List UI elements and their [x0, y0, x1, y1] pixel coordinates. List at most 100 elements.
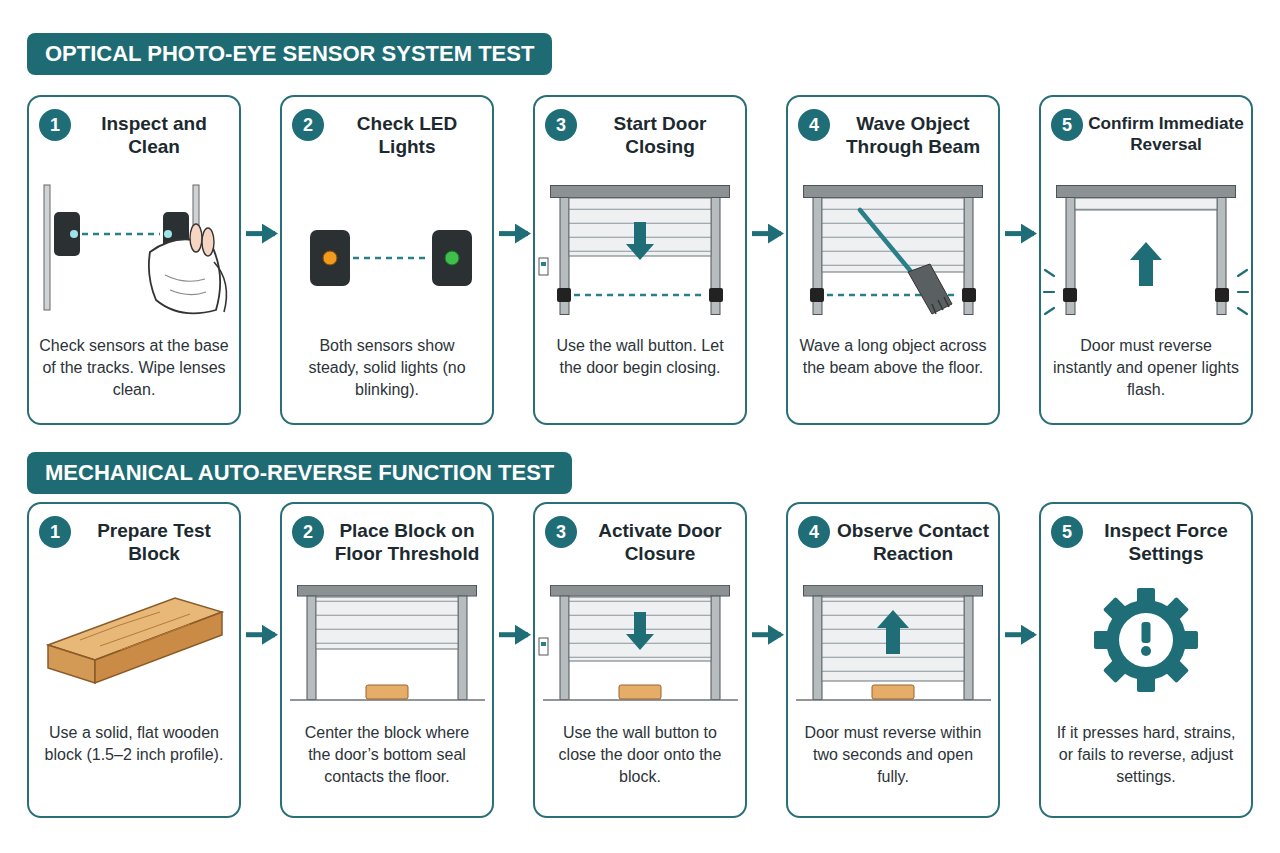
step-description: Door must reverse within two seconds and… [798, 722, 988, 788]
illustration-part [541, 642, 546, 646]
step-title: Place Block on Floor Threshold [328, 520, 486, 566]
illustration-part [164, 230, 172, 238]
illustration-part [810, 288, 824, 302]
illustration-part [539, 258, 548, 275]
contact-reversal-illustration [796, 585, 991, 700]
flow-arrow [752, 231, 781, 236]
illustration-part [1130, 242, 1162, 286]
illustration-part [1044, 270, 1248, 314]
illustration-part [709, 288, 723, 302]
step-description: Check sensors at the base of the tracks.… [39, 335, 229, 401]
step-title: Prepare Test Block [75, 520, 233, 566]
step-title: Confirm Immediate Reversal [1087, 113, 1245, 154]
step-card: Activate Door ClosureUse the wall button… [533, 502, 747, 818]
step-number-circle: 1 [39, 516, 71, 548]
step-number-circle: 1 [39, 109, 71, 141]
step-title: Start Door Closing [581, 113, 739, 159]
illustration-part [539, 638, 548, 655]
illustration-part [872, 685, 914, 699]
illustration-part [190, 224, 202, 252]
step-card: Inspect Force SettingsIf it presses hard… [1039, 502, 1253, 818]
step-card: Start Door ClosingUse the wall button. L… [533, 95, 747, 425]
section-header: MECHANICAL AUTO-REVERSE FUNCTION TEST [27, 452, 572, 494]
step-number: 3 [556, 115, 566, 136]
flow-arrow [1005, 231, 1034, 236]
illustration-part [316, 597, 458, 649]
door-closure-illustration [539, 585, 738, 700]
step-card: Observe Contact ReactionDoor must revers… [786, 502, 1000, 818]
illustration-part [54, 212, 80, 256]
step-description: Wave a long object across the beam above… [798, 335, 988, 379]
step-title: Inspect and Clean [75, 113, 233, 159]
illustration-part [298, 585, 477, 699]
section-header: OPTICAL PHOTO-EYE SENSOR SYSTEM TEST [27, 33, 552, 75]
illustration-part [569, 597, 711, 661]
illustration-part [353, 257, 429, 260]
step-number-circle: 2 [292, 109, 324, 141]
illustration-part [1075, 198, 1217, 210]
step-number-circle: 3 [545, 516, 577, 548]
illustration-part [626, 612, 654, 650]
step-number-circle: 4 [798, 109, 830, 141]
illustration-part [574, 294, 706, 297]
step-description: Center the block where the door’s bottom… [292, 722, 482, 788]
flow-arrow [499, 632, 528, 637]
flow-arrow [246, 231, 275, 236]
broom-beam-illustration [804, 186, 983, 315]
illustration-part [1057, 186, 1236, 315]
illustration-part [366, 685, 408, 699]
step-number: 4 [809, 115, 819, 136]
illustration-part [804, 186, 983, 315]
illustration-part [310, 230, 350, 286]
door-reversal-illustration [1044, 186, 1248, 315]
illustration-part [860, 210, 918, 280]
illustration-part [877, 610, 909, 654]
illustration-part [626, 222, 654, 260]
illustration-part [95, 612, 222, 683]
step-number: 1 [50, 522, 60, 543]
step-number: 3 [556, 522, 566, 543]
illustration-part [70, 230, 78, 238]
step-title: Inspect Force Settings [1087, 520, 1245, 566]
wooden-block-illustration [48, 598, 222, 683]
step-number: 1 [50, 115, 60, 136]
step-description: Door must reverse instantly and opener l… [1051, 335, 1241, 401]
block-threshold-illustration [290, 585, 485, 700]
step-number: 2 [303, 522, 313, 543]
illustration-part [541, 262, 546, 266]
step-number: 5 [1062, 115, 1072, 136]
illustration-part [214, 262, 226, 312]
illustration-part [82, 233, 160, 236]
step-card: Inspect and CleanCheck sensors at the ba… [27, 95, 241, 425]
illustration-part [323, 251, 337, 265]
illustration-part [445, 251, 459, 265]
illustration-part [1215, 288, 1229, 302]
step-title: Activate Door Closure [581, 520, 739, 566]
illustration-part [619, 685, 661, 699]
illustration-part [551, 186, 730, 315]
illustration-part [48, 645, 95, 683]
illustration-part [1063, 288, 1077, 302]
section-title: MECHANICAL AUTO-REVERSE FUNCTION TEST [45, 452, 554, 494]
step-card: Prepare Test BlockUse a solid, flat wood… [27, 502, 241, 818]
flow-arrow [499, 231, 528, 236]
illustration-part [822, 198, 964, 272]
flow-arrow [246, 632, 275, 637]
step-number-circle: 2 [292, 516, 324, 548]
step-description: Both sensors show steady, solid lights (… [292, 335, 482, 401]
step-number-circle: 5 [1051, 109, 1083, 141]
step-card: Confirm Immediate ReversalDoor must reve… [1039, 95, 1253, 425]
sensor-cleaning-illustration [44, 185, 226, 313]
step-title: Check LED Lights [328, 113, 486, 159]
step-number: 2 [303, 115, 313, 136]
led-sensor-illustration [310, 230, 472, 286]
step-number: 5 [1062, 522, 1072, 543]
flow-arrow [1005, 632, 1034, 637]
illustration-part [202, 228, 214, 256]
illustration-part [932, 297, 949, 314]
section-title: OPTICAL PHOTO-EYE SENSOR SYSTEM TEST [45, 33, 534, 75]
illustration-part [1141, 646, 1151, 656]
illustration-part [44, 185, 50, 310]
illustration-part [1119, 613, 1173, 667]
